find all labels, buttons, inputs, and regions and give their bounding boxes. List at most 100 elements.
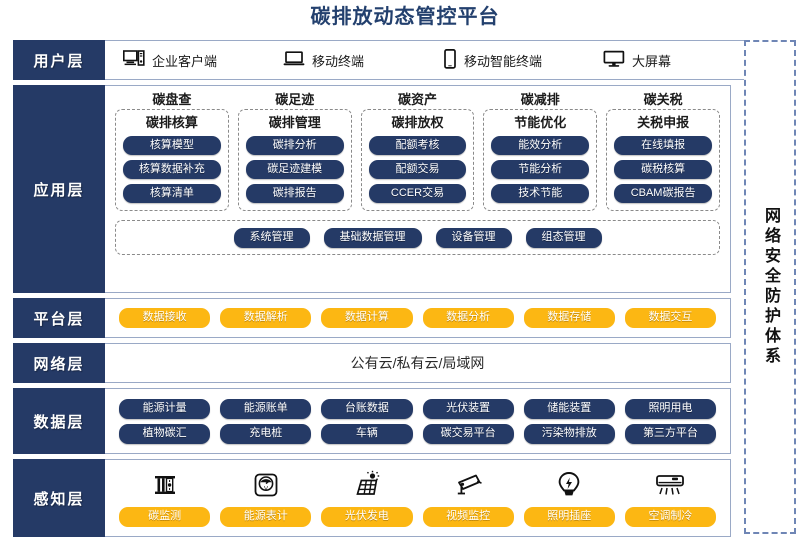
- data-source-pill[interactable]: 能源计量: [119, 398, 211, 419]
- user-terminal-item[interactable]: 企业客户端: [123, 49, 253, 71]
- layer-label-application: 应用层: [13, 85, 105, 293]
- layer-label-platform: 平台层: [13, 298, 105, 338]
- lightbulb-icon: [556, 468, 582, 502]
- app-feature-pill[interactable]: 核算模型: [123, 136, 221, 155]
- app-feature-pill[interactable]: 碳足迹建模: [245, 160, 344, 179]
- data-source-grid: 能源计量 能源账单 台账数据 光伏装置 储能装置 照明用电 植物碳汇 充电桩 车…: [105, 398, 730, 444]
- management-pill[interactable]: 基础数据管理: [323, 227, 422, 248]
- group-title: 碳减排: [520, 92, 560, 107]
- user-terminal-item[interactable]: 移动智能终端: [443, 48, 573, 72]
- data-source-pill[interactable]: 车辆: [321, 423, 413, 444]
- sense-device-item[interactable]: 视频监控: [422, 468, 514, 527]
- data-source-pill[interactable]: 污染物排放: [523, 423, 615, 444]
- management-pill[interactable]: 设备管理: [435, 227, 512, 248]
- management-pill[interactable]: 系统管理: [233, 227, 310, 248]
- sense-device-item[interactable]: V 能源表计: [220, 468, 312, 527]
- sense-device-label: 照明插座: [523, 507, 615, 527]
- platform-pill[interactable]: 数据存储: [523, 308, 615, 328]
- security-band-label: 网络安全防护体系: [762, 207, 779, 367]
- data-source-pill[interactable]: 充电桩: [220, 423, 312, 444]
- management-pill[interactable]: 组态管理: [525, 227, 602, 248]
- group-subtitle: 碳排放权: [391, 115, 444, 130]
- group-box: 碳排核算 核算模型 核算数据补充 核算清单: [115, 109, 229, 211]
- app-feature-pill[interactable]: CCER交易: [368, 184, 467, 203]
- platform-pill[interactable]: 数据接收: [119, 308, 211, 328]
- sense-device-item[interactable]: 照明插座: [523, 468, 615, 527]
- layer-label-data: 数据层: [13, 388, 105, 454]
- layer-label-sense: 感知层: [13, 459, 105, 537]
- sense-device-label: 空调制冷: [624, 507, 717, 527]
- user-terminal-list: 企业客户端 移动终端: [105, 48, 751, 72]
- data-source-pill[interactable]: 照明用电: [624, 398, 717, 419]
- app-feature-pill[interactable]: 技术节能: [491, 184, 590, 203]
- application-content: 碳盘查 碳排核算 核算模型 核算数据补充 核算清单 碳足迹 碳排管理: [105, 86, 730, 292]
- user-terminal-item[interactable]: 移动终端: [283, 50, 413, 71]
- app-feature-pill[interactable]: 能效分析: [491, 136, 590, 155]
- security-band: 网络安全防护体系: [744, 40, 796, 534]
- app-group-tanzichan: 碳资产 碳排放权 配额考核 配额交易 CCER交易: [360, 92, 475, 211]
- monitor-icon: [603, 50, 625, 71]
- data-source-row: 能源计量 能源账单 台账数据 光伏装置 储能装置 照明用电: [119, 398, 717, 419]
- sense-device-item[interactable]: 光伏发电: [321, 468, 413, 527]
- layer-row-application: 应用层 碳盘查 碳排核算 核算模型 核算数据补充 核算清单: [13, 85, 731, 293]
- user-terminal-item[interactable]: 大屏幕: [603, 50, 733, 71]
- layer-body-network: 公有云/私有云/局域网: [105, 343, 731, 383]
- app-group-tanjianpai: 碳减排 节能优化 能效分析 节能分析 技术节能: [483, 92, 598, 211]
- group-subtitle: 碳排核算: [145, 115, 198, 130]
- data-source-pill[interactable]: 光伏装置: [422, 398, 514, 419]
- carbon-sensor-icon: [150, 468, 180, 502]
- layer-row-platform: 平台层 数据接收 数据解析 数据计算 数据分析 数据存储 数据交互: [13, 298, 731, 338]
- app-group-tanzuji: 碳足迹 碳排管理 碳排分析 碳足迹建模 碳排报告: [237, 92, 352, 211]
- sense-device-item[interactable]: 碳监测: [119, 468, 211, 527]
- app-feature-pill[interactable]: 在线填报: [614, 136, 712, 155]
- data-source-pill[interactable]: 台账数据: [321, 398, 413, 419]
- sense-device-item[interactable]: 空调制冷: [624, 468, 717, 527]
- group-title: 碳足迹: [275, 92, 315, 107]
- layer-label-network: 网络层: [13, 343, 105, 383]
- app-feature-pill[interactable]: 碳排报告: [245, 184, 344, 203]
- laptop-icon: [283, 50, 305, 71]
- app-feature-pill[interactable]: 碳排分析: [245, 136, 344, 155]
- smartphone-icon: [443, 48, 457, 72]
- layer-body-user: 企业客户端 移动终端: [105, 40, 752, 80]
- layer-row-network: 网络层 公有云/私有云/局域网: [13, 343, 731, 383]
- sense-device-label: 碳监测: [119, 507, 211, 527]
- platform-capability-list: 数据接收 数据解析 数据计算 数据分析 数据存储 数据交互: [105, 308, 730, 328]
- data-source-pill[interactable]: 碳交易平台: [422, 423, 514, 444]
- page-title: 碳排放动态管控平台: [310, 6, 500, 28]
- data-source-row: 植物碳汇 充电桩 车辆 碳交易平台 污染物排放 第三方平台: [119, 423, 717, 444]
- group-title: 碳资产: [397, 92, 437, 107]
- desktop-tower-icon: [123, 49, 145, 71]
- app-feature-pill[interactable]: 节能分析: [491, 160, 590, 179]
- platform-pill[interactable]: 数据分析: [422, 308, 514, 328]
- app-feature-pill[interactable]: CBAM碳报告: [614, 184, 712, 203]
- layer-row-sense: 感知层: [13, 459, 731, 537]
- platform-pill[interactable]: 数据交互: [624, 308, 717, 328]
- air-conditioner-icon: [653, 468, 687, 502]
- layer-row-data: 数据层 能源计量 能源账单 台账数据 光伏装置 储能装置 照明用电 植物碳汇 充…: [13, 388, 731, 454]
- app-feature-pill[interactable]: 核算数据补充: [123, 160, 221, 179]
- app-feature-pill[interactable]: 配额交易: [368, 160, 467, 179]
- app-feature-pill[interactable]: 核算清单: [123, 184, 221, 203]
- application-group-list: 碳盘查 碳排核算 核算模型 核算数据补充 核算清单 碳足迹 碳排管理: [115, 92, 720, 211]
- data-source-pill[interactable]: 储能装置: [523, 398, 615, 419]
- layer-body-application: 碳盘查 碳排核算 核算模型 核算数据补充 核算清单 碳足迹 碳排管理: [105, 85, 731, 293]
- platform-pill[interactable]: 数据解析: [220, 308, 312, 328]
- platform-pill[interactable]: 数据计算: [321, 308, 413, 328]
- sense-device-label: 视频监控: [422, 507, 514, 527]
- sense-device-list: 碳监测 V 能源表计: [105, 464, 730, 532]
- group-box: 节能优化 能效分析 节能分析 技术节能: [483, 109, 598, 211]
- network-description: 公有云/私有云/局域网: [350, 355, 485, 371]
- group-subtitle: 节能优化: [514, 115, 567, 130]
- layer-body-data: 能源计量 能源账单 台账数据 光伏装置 储能装置 照明用电 植物碳汇 充电桩 车…: [105, 388, 731, 454]
- data-source-pill[interactable]: 第三方平台: [624, 423, 717, 444]
- layer-stack: 用户层: [13, 40, 752, 537]
- group-box: 碳排放权 配额考核 配额交易 CCER交易: [360, 109, 475, 211]
- app-feature-pill[interactable]: 碳税核算: [614, 160, 712, 179]
- sense-device-label: 能源表计: [220, 507, 312, 527]
- group-box: 碳排管理 碳排分析 碳足迹建模 碳排报告: [237, 109, 352, 211]
- app-feature-pill[interactable]: 配额考核: [368, 136, 467, 155]
- data-source-pill[interactable]: 能源账单: [220, 398, 312, 419]
- energy-meter-icon: V: [251, 468, 281, 502]
- data-source-pill[interactable]: 植物碳汇: [119, 423, 211, 444]
